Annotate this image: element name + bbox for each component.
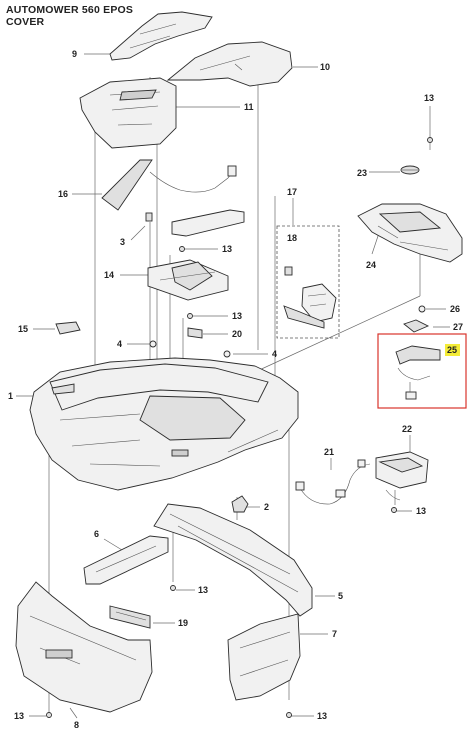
- callout-18: 18: [287, 233, 297, 243]
- callout-13: 13: [198, 585, 208, 595]
- part-hose: [171, 209, 245, 252]
- callout-13: 13: [424, 93, 434, 103]
- callout-4: 4: [272, 349, 277, 359]
- callout-11: 11: [244, 102, 254, 112]
- part-gasket-27: [403, 319, 430, 333]
- part-strip-19: [109, 605, 151, 629]
- callout-4: 4: [117, 339, 122, 349]
- callout-25: 25: [447, 345, 457, 355]
- callout-26: 26: [450, 304, 460, 314]
- part-washer-4a: [149, 340, 157, 348]
- diagram-title: AUTOMOWER 560 EPOS: [6, 4, 134, 16]
- part-cable-21: [295, 459, 371, 505]
- part-rear-cover-7: [227, 613, 301, 701]
- callout-8: 8: [74, 720, 79, 730]
- callout-labels: 9 10 11 13 16 3 13 17 18 23 24 14 13 20 …: [8, 49, 463, 730]
- callout-21: 21: [324, 447, 334, 457]
- callout-6: 6: [94, 529, 99, 539]
- callout-2: 2: [264, 502, 269, 512]
- screw-13-top: [427, 137, 433, 150]
- part-module-22: [375, 451, 429, 501]
- part-group-17: [276, 225, 340, 339]
- callout-5: 5: [338, 591, 343, 601]
- callout-1: 1: [8, 391, 13, 401]
- callout-13: 13: [232, 311, 242, 321]
- callout-22: 22: [402, 424, 412, 434]
- screw-13-right: [391, 507, 397, 513]
- screw-13-bottom-right: [286, 712, 292, 718]
- screw-13-mid: [187, 313, 193, 319]
- callout-13: 13: [416, 506, 426, 516]
- part-body-1: [29, 357, 299, 491]
- part-bracket-24: [357, 203, 463, 263]
- part-washer-4b: [223, 350, 231, 358]
- callout-9: 9: [72, 49, 77, 59]
- callout-27: 27: [453, 322, 463, 332]
- callout-16: 16: [58, 189, 68, 199]
- screw-13-bottom-left: [46, 712, 52, 718]
- callout-13: 13: [14, 711, 24, 721]
- callout-20: 20: [232, 329, 242, 339]
- callout-23: 23: [357, 168, 367, 178]
- screw-13-center: [170, 585, 176, 591]
- callout-7: 7: [332, 629, 337, 639]
- callout-14: 14: [104, 270, 114, 280]
- part-side-cover-10: [166, 41, 293, 87]
- part-front-bumper-8: [15, 581, 153, 713]
- part-top-cover-9: [109, 11, 213, 61]
- highlight-box-25: [377, 333, 467, 409]
- part-cable-16: [101, 159, 237, 211]
- callout-15: 15: [18, 324, 28, 334]
- part-panel-cover-11: [79, 77, 177, 149]
- part-cover-15: [55, 321, 81, 335]
- part-bracket-20: [187, 327, 203, 339]
- part-keypad-14: [147, 259, 229, 301]
- part-foot-2: [231, 495, 249, 513]
- callout-19: 19: [178, 618, 188, 628]
- diagram-subtitle: COVER: [6, 16, 45, 28]
- callout-17: 17: [287, 187, 297, 197]
- callout-13: 13: [222, 244, 232, 254]
- callout-3: 3: [120, 237, 125, 247]
- part-washer-26: [418, 305, 426, 313]
- part-clip-3: [145, 212, 153, 222]
- part-bracket-6: [83, 535, 169, 585]
- callout-10: 10: [320, 62, 330, 72]
- callout-24: 24: [366, 260, 376, 270]
- part-skirt-5: [153, 503, 313, 617]
- part-knob-23: [400, 165, 420, 175]
- callout-13: 13: [317, 711, 327, 721]
